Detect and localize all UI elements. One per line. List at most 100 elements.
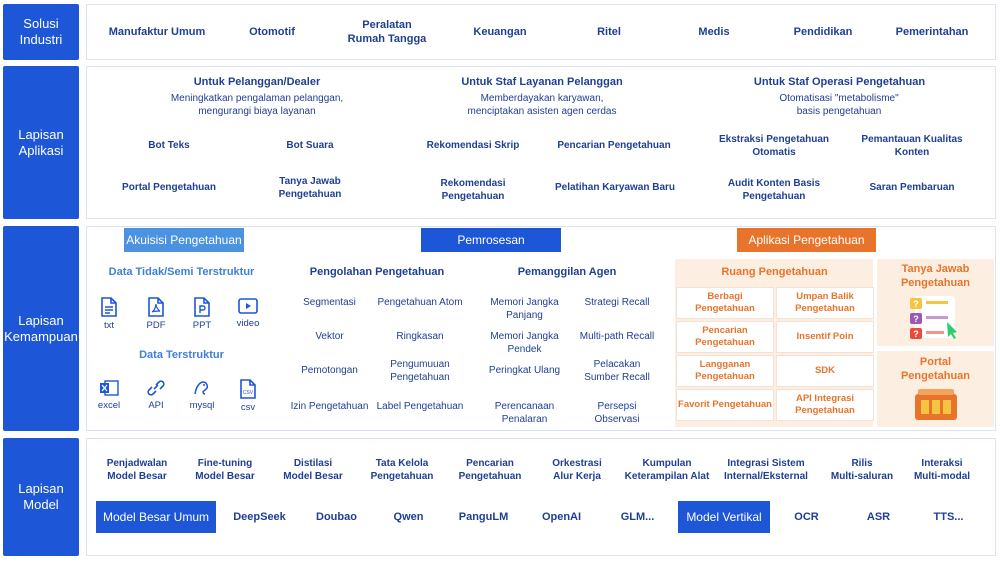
industry-item: Pendidikan [793, 26, 853, 38]
app-item: Pemantauan Kualitas Konten [861, 134, 963, 158]
industry-item: Ritel [597, 26, 621, 38]
file-txt: txt [82, 297, 136, 331]
capability-panel: Akuisisi Pengetahuan Data Tidak/Semi Ter… [86, 226, 996, 431]
industry-panel: Manufaktur Umum Otomotif Peralatan Rumah… [86, 4, 996, 60]
video-icon [238, 298, 258, 314]
app-group-desc: Memberdayakan karyawan, menciptakan asis… [467, 93, 617, 117]
app-item: Rekomendasi Pengetahuan [440, 178, 506, 202]
excel-icon [100, 380, 119, 396]
proc-item: Izin Pengetahuan [290, 401, 369, 412]
row-label-capability: Lapisan Kemampuan [3, 226, 79, 431]
agent-item: Pelacakan Sumber Recall [584, 359, 650, 383]
portal-illustration-icon [915, 389, 957, 420]
model-name: Qwen [393, 511, 424, 523]
app-item: Pencarian Pengetahuan [557, 140, 671, 151]
processing-col2-title: Pemanggilan Agen [517, 266, 617, 278]
proc-item: Pengetahuan Atom [377, 297, 463, 308]
model-name: ASR [866, 511, 891, 523]
industry-item: Manufaktur Umum [108, 26, 206, 38]
api-link: API [129, 379, 183, 411]
svg-text:?: ? [913, 314, 919, 324]
mysql-icon [194, 381, 208, 395]
general-model-label: Model Besar Umum [96, 501, 216, 533]
model-capability: Integrasi Sistem Internal/Eksternal [724, 458, 808, 482]
industry-item: Peralatan Rumah Tangga [347, 19, 427, 45]
model-capability: Orkestrasi Alur Kerja [552, 458, 602, 482]
space-item: Insentif Poin [776, 321, 874, 353]
model-name: OpenAI [541, 511, 582, 523]
app-item: Portal Pengetahuan [122, 182, 216, 193]
model-name: TTS... [933, 511, 964, 523]
proc-item: Pengumuuan Pengetahuan [390, 359, 450, 383]
file-csv: CSV csv [221, 379, 275, 413]
knowledge-app-header: Aplikasi Pengetahuan [737, 228, 876, 252]
proc-item: Segmentasi [303, 297, 356, 308]
db-mysql: mysql [175, 379, 229, 411]
model-capability: Pencarian Pengetahuan [458, 458, 522, 482]
model-name: Doubao [316, 511, 357, 523]
file-pdf: PDF [129, 297, 183, 331]
agent-item: Perencanaan Penalaran [494, 401, 555, 425]
row-label-model: Lapisan Model [3, 438, 79, 556]
agent-item: Memori Jangka Panjang [490, 297, 559, 321]
space-item: Pencarian Pengetahuan [676, 321, 774, 353]
model-capability: Rilis Multi-saluran [830, 458, 894, 482]
knowledge-portal-panel: Portal Pengetahuan [877, 351, 994, 427]
space-item: Berbagi Pengetahuan [676, 287, 774, 319]
api-link-icon [147, 380, 165, 396]
svg-text:?: ? [913, 299, 919, 309]
agent-item: Persepsi Observasi [594, 401, 640, 425]
knowledge-qa-panel: Tanya Jawab Pengetahuan ? ? ? [877, 259, 994, 346]
proc-item: Ringkasan [396, 331, 444, 342]
processing-col1-title: Pengolahan Pengetahuan [309, 266, 445, 278]
industry-item: Keuangan [473, 26, 527, 38]
unstructured-title: Data Tidak/Semi Terstruktur [108, 266, 255, 278]
space-item: SDK [776, 355, 874, 387]
model-capability: Tata Kelola Pengetahuan [370, 458, 434, 482]
svg-text:CSV: CSV [243, 390, 254, 396]
application-panel: Untuk Pelanggan/Dealer Meningkatkan peng… [86, 66, 996, 219]
app-item: Audit Konten Basis Pengetahuan [727, 178, 821, 202]
industry-item: Otomotif [249, 26, 295, 38]
app-group-title: Untuk Staf Layanan Pelanggan [461, 76, 623, 88]
knowledge-qa-title: Tanya Jawab Pengetahuan [900, 263, 971, 289]
model-name: PanguLM [458, 511, 509, 523]
model-capability: Distilasi Model Besar [283, 458, 343, 482]
app-item: Bot Teks [148, 140, 190, 151]
space-item: Langganan Pengetahuan [676, 355, 774, 387]
app-item: Bot Suara [286, 140, 334, 151]
model-name: GLM... [620, 511, 655, 523]
agent-item: Peringkat Ulang [488, 365, 561, 376]
acquisition-header: Akuisisi Pengetahuan [124, 228, 244, 252]
app-item: Rekomendasi Skrip [426, 140, 520, 151]
proc-item: Pemotongan [301, 365, 358, 376]
industry-item: Medis [698, 26, 730, 38]
space-item: Umpan Balik Pengetahuan [776, 287, 874, 319]
industry-item: Pemerintahan [895, 26, 969, 38]
model-name: DeepSeek [233, 511, 286, 523]
txt-file-icon [101, 297, 117, 317]
file-excel: excel [82, 379, 136, 411]
space-item: API Integrasi Pengetahuan [776, 389, 874, 421]
file-video: video [221, 297, 275, 329]
app-group-desc: Meningkatkan pengalaman pelanggan, mengu… [170, 93, 344, 117]
app-item: Ekstraksi Pengetahuan Otomatis [718, 134, 830, 158]
space-item: Favorit Pengetahuan [676, 389, 774, 421]
agent-item: Multi-path Recall [579, 331, 655, 342]
agent-item: Memori Jangka Pendek [490, 331, 559, 355]
model-capability: Interaksi Multi-modal [913, 458, 971, 482]
qa-illustration-icon: ? ? ? [910, 296, 957, 339]
pdf-file-icon [148, 297, 164, 317]
vertical-model-label: Model Vertikal [678, 501, 770, 533]
svg-text:?: ? [913, 329, 919, 339]
csv-file-icon: CSV [240, 379, 256, 399]
file-ppt: PPT [175, 297, 229, 331]
model-name: OCR [794, 511, 819, 523]
agent-item: Strategi Recall [584, 297, 650, 308]
app-group-title: Untuk Pelanggan/Dealer [193, 76, 321, 88]
app-item: Tanya Jawab Pengetahuan [278, 176, 342, 200]
model-capability: Kumpulan Keterampilan Alat [624, 458, 710, 482]
proc-item: Label Pengetahuan [376, 401, 464, 412]
model-capability: Fine-tuning Model Besar [195, 458, 255, 482]
model-panel: Penjadwalan Model Besar Fine-tuning Mode… [86, 438, 996, 556]
